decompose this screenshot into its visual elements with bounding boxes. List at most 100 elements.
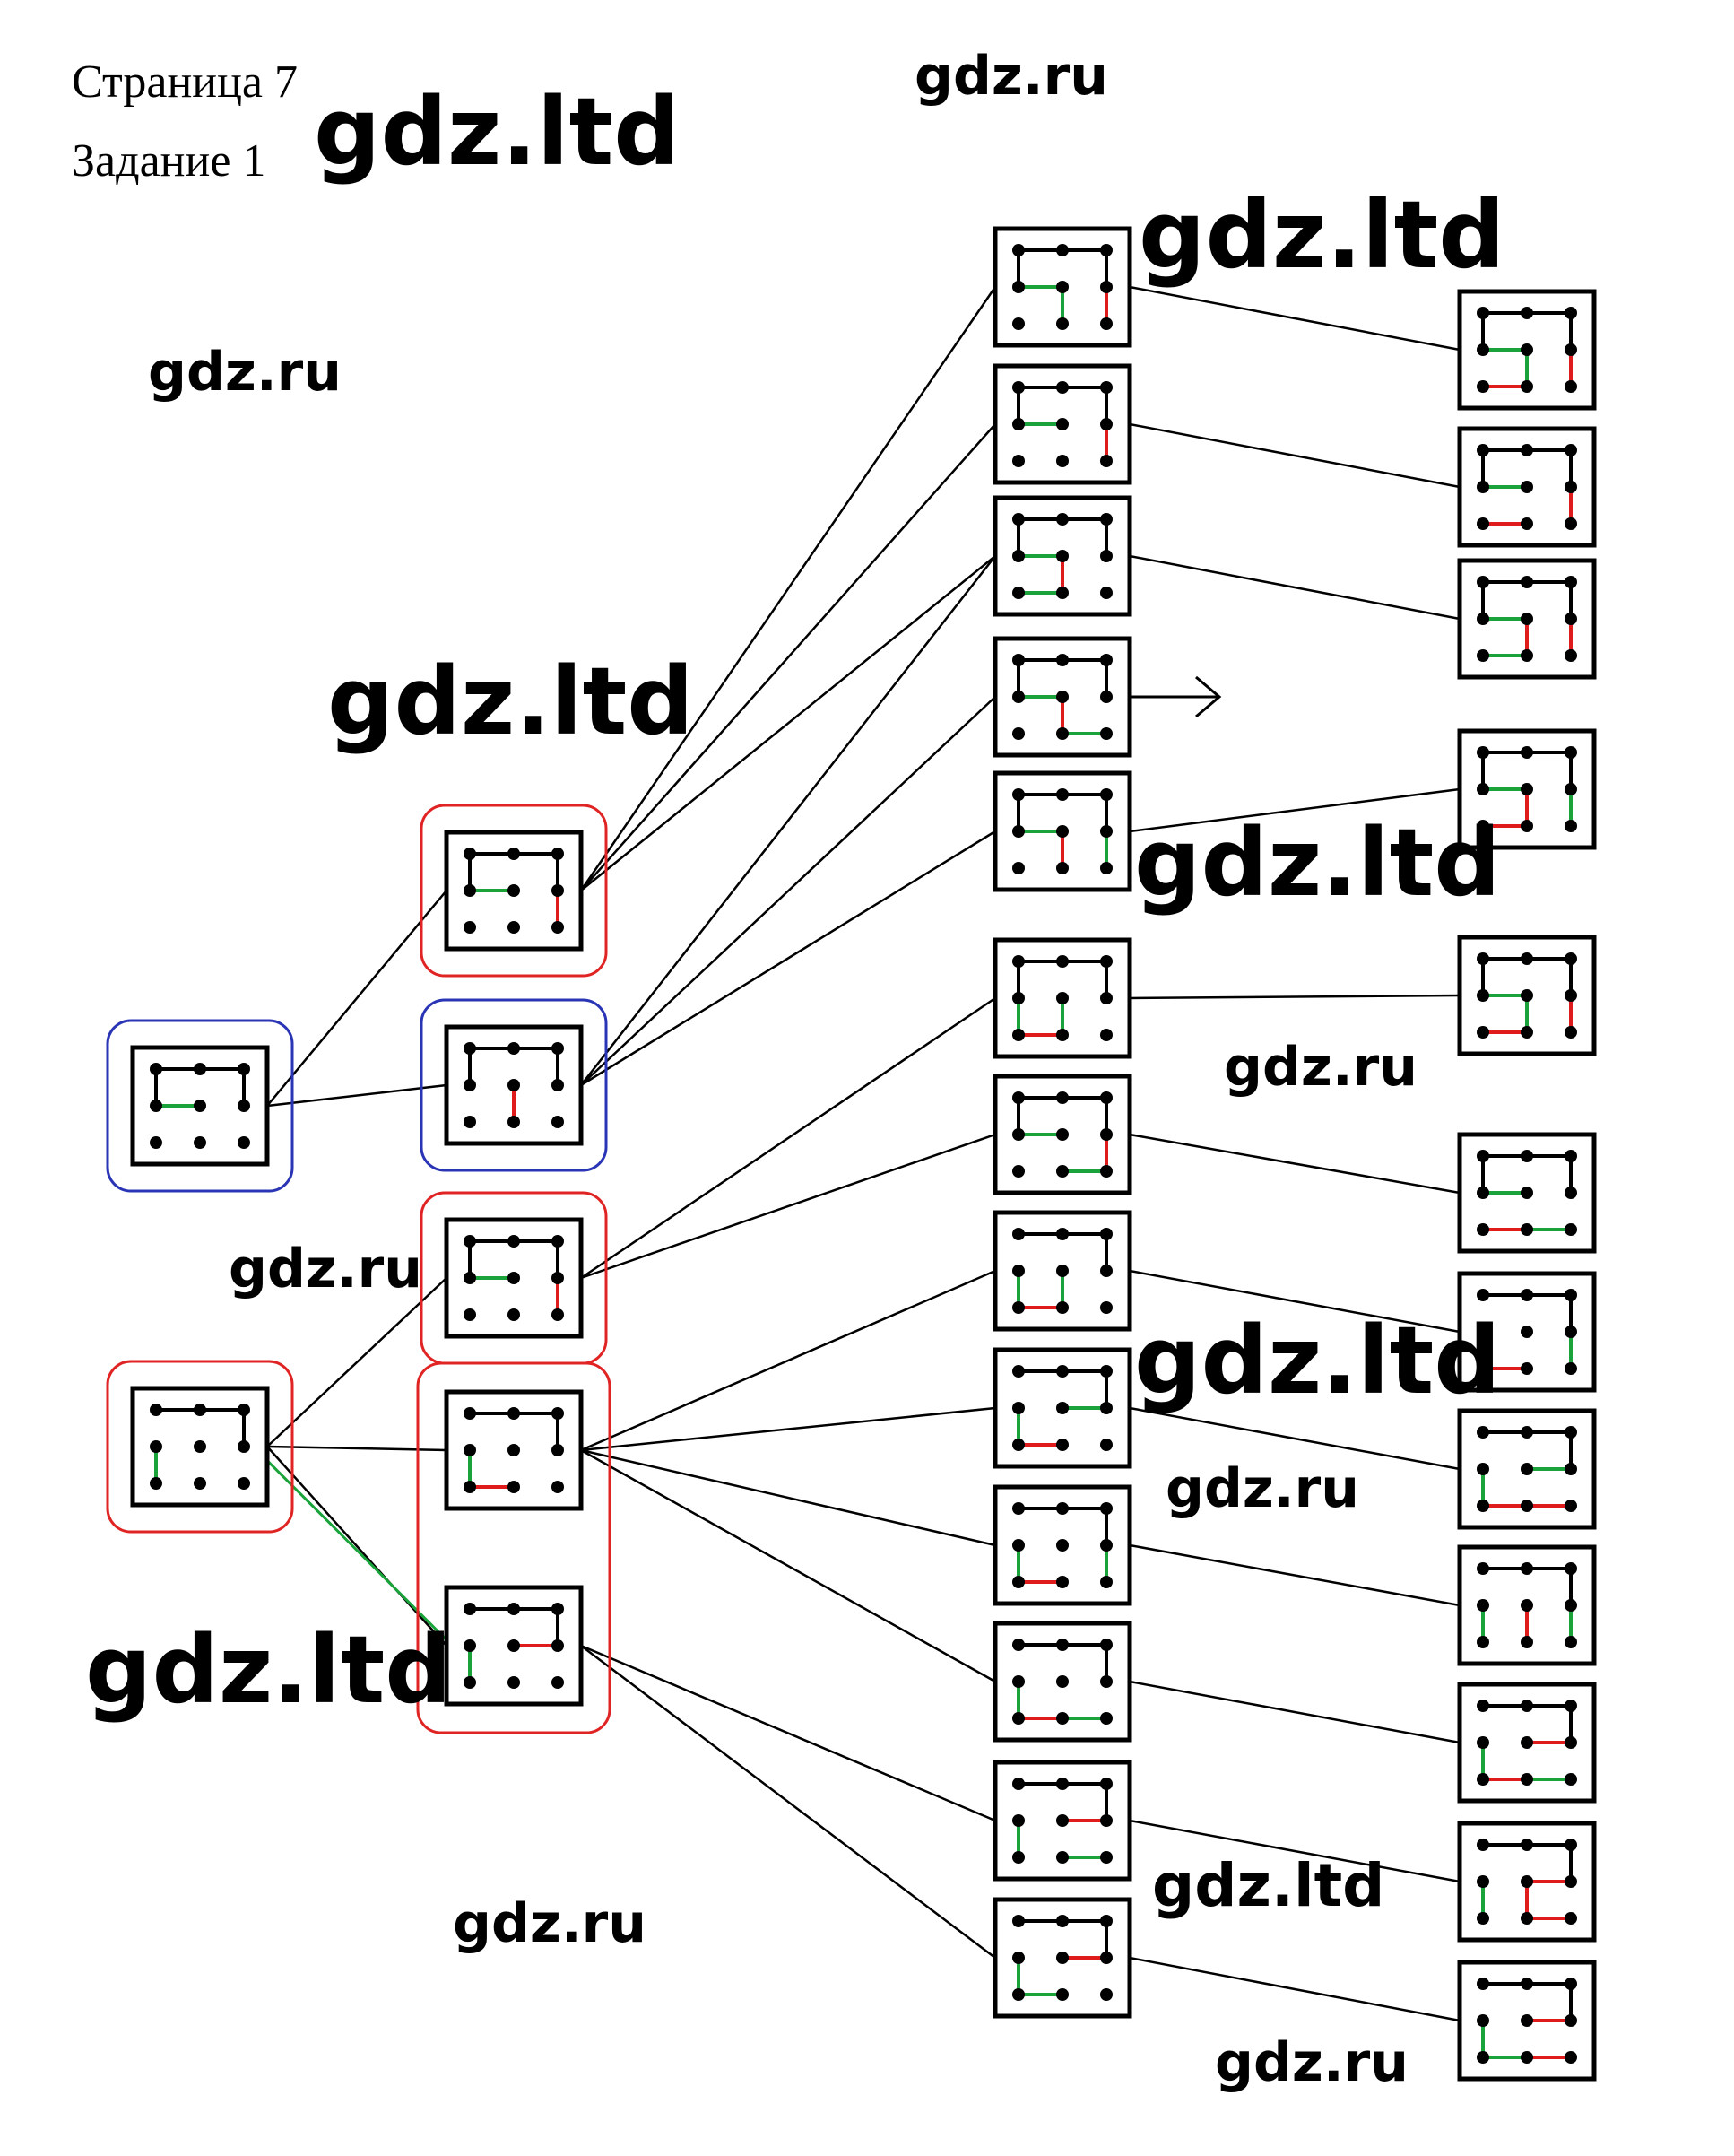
grid-dot [507,1407,520,1420]
grid-dot [238,1100,250,1112]
grid-dot [464,1639,476,1652]
grid-dot [1012,825,1025,838]
grid-dot [1521,649,1533,662]
grid-dot [1100,955,1113,968]
grid-dot [464,921,476,934]
grid-dot [1521,1978,1533,1990]
grid-dot [1477,820,1489,832]
grid-dot [150,1063,162,1075]
grid-dot [1012,513,1025,526]
edge-line [580,696,996,1086]
grid-dot [1477,1362,1489,1375]
grid-dot [1056,1576,1069,1588]
grid-dot [1477,1223,1489,1236]
grid-dot [1565,1326,1577,1338]
state-box [1457,558,1597,680]
grid-dot [551,1235,564,1248]
edge-line [580,996,996,1280]
grid-dot [1521,1463,1533,1475]
watermark-gdz-ru: gdz.ru [1215,2031,1409,2094]
grid-dot [1056,418,1069,430]
edge-line [580,1269,996,1452]
state-box [1457,1682,1597,1804]
grid-dot [1056,1265,1069,1277]
grid-dot [464,1308,476,1321]
grid-dot [1056,550,1069,562]
state-box [444,1024,584,1146]
grid-dot [507,848,520,860]
edge-line [266,890,447,1107]
grid-dot [1056,691,1069,703]
grid-dot [1521,1736,1533,1749]
state-box [1457,426,1597,548]
grid-dot [1100,1365,1113,1378]
grid-dot [1100,418,1113,430]
grid-dot [1521,1426,1533,1439]
grid-dot [1056,1301,1069,1314]
grid-dot [1100,1576,1113,1588]
grid-dot [1100,1029,1113,1041]
grid-dot [1565,1839,1577,1851]
grid-dot [1477,2014,1489,2027]
grid-dot [1521,481,1533,493]
grid-dot [1056,281,1069,293]
grid-dot [1565,1463,1577,1475]
grid-dot [1100,1915,1113,1927]
grid-dot [1477,783,1489,795]
grid-dot [1056,1439,1069,1451]
grid-dot [194,1404,206,1416]
grid-dot [1521,1026,1533,1039]
edge-line [580,830,996,1087]
grid-dot [1056,381,1069,394]
grid-dot [1012,550,1025,562]
watermark-gdz-ltd: gdz.ltd [314,77,681,187]
edge-line [580,1133,996,1280]
arrow-head [1195,675,1222,718]
state-frame [106,1360,294,1534]
grid-dot [1565,1500,1577,1512]
grid-dot [1565,649,1577,662]
grid-dot [1521,1500,1533,1512]
grid-dot [1100,1402,1113,1414]
grid-dot [1012,1778,1025,1790]
grid-dot [1012,1502,1025,1515]
grid-dot [551,1042,564,1055]
grid-dot [551,1603,564,1615]
grid-dot [1565,2051,1577,2064]
grid-dot [1056,1539,1069,1552]
state-frame [420,804,608,978]
grid-dot [1100,1988,1113,2001]
grid-dot [1477,576,1489,588]
grid-dot [1477,1978,1489,1990]
grid-dot [1565,1700,1577,1712]
grid-dot [1100,1439,1113,1451]
state-box [1457,1132,1597,1254]
grid-dot [1477,1150,1489,1162]
grid-dot [1565,1736,1577,1749]
grid-dot [464,1042,476,1055]
grid-dot [194,1063,206,1075]
state-group-frame [416,1361,611,1734]
grid-dot [1012,1265,1025,1277]
grid-dot [1521,1599,1533,1612]
grid-dot [1521,2014,1533,2027]
grid-dot [1477,1463,1489,1475]
grid-dot [1056,1851,1069,1864]
state-box [993,1621,1132,1743]
grid-dot [1477,1912,1489,1925]
grid-dot [1521,952,1533,965]
grid-dot [150,1136,162,1149]
state-box [1457,1544,1597,1666]
grid-dot [238,1477,250,1490]
grid-dot [1565,1912,1577,1925]
grid-dot [1012,1988,1025,2001]
edge-line [266,1083,447,1108]
grid-dot [1477,1773,1489,1786]
grid-dot [464,1676,476,1689]
grid-dot [1477,481,1489,493]
frame-layer [106,804,611,1734]
grid-dot [150,1477,162,1490]
grid-dot [1056,654,1069,666]
grid-dot [464,1481,476,1493]
grid-dot [1100,1228,1113,1240]
